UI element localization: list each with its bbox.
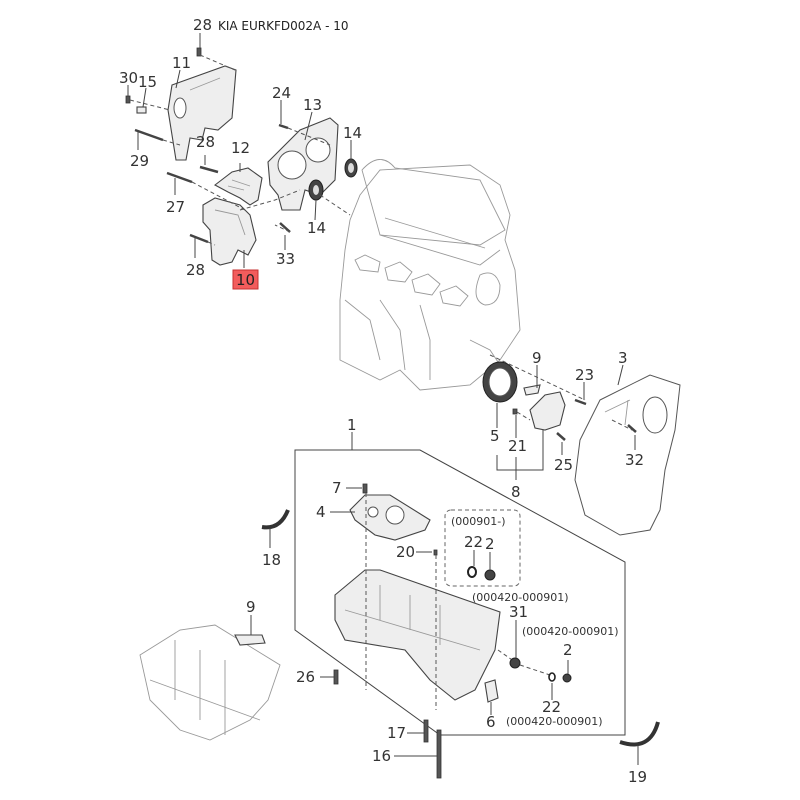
callout-10-highlighted[interactable]: 10 bbox=[236, 271, 255, 289]
bolt-30[interactable] bbox=[125, 95, 131, 104]
part-11-upper-timing-cover[interactable] bbox=[167, 65, 237, 161]
callout-25[interactable]: 25 bbox=[554, 456, 573, 474]
bolt-17[interactable] bbox=[423, 719, 429, 743]
bolt-24[interactable] bbox=[278, 123, 289, 130]
kit-box-1 bbox=[294, 449, 626, 736]
callout-21[interactable]: 21 bbox=[508, 437, 527, 455]
callout-4[interactable]: 4 bbox=[316, 503, 326, 521]
part-22-washer[interactable] bbox=[548, 672, 556, 682]
callout-28[interactable]: 28 bbox=[193, 16, 212, 34]
bolt-33[interactable] bbox=[279, 222, 291, 233]
callout-30[interactable]: 30 bbox=[119, 69, 138, 87]
bolt-32[interactable] bbox=[627, 424, 637, 433]
part-8-seal-housing[interactable] bbox=[529, 391, 566, 431]
lower-oil-pan-reference bbox=[139, 624, 281, 741]
part-2-drain-plug[interactable] bbox=[562, 673, 572, 683]
callout-26[interactable]: 26 bbox=[296, 668, 315, 686]
part-18-stiffener[interactable] bbox=[261, 509, 290, 530]
part-20-dowel[interactable] bbox=[433, 549, 438, 556]
part-13-timing-plate[interactable] bbox=[267, 117, 339, 211]
bolt-16[interactable] bbox=[436, 729, 442, 779]
part-6-oil-level-component[interactable] bbox=[484, 679, 499, 703]
part-3-rear-plate[interactable] bbox=[574, 374, 681, 536]
callout-12[interactable]: 12 bbox=[231, 139, 250, 157]
part-4-baffle-plate[interactable] bbox=[349, 494, 431, 541]
part-19-stiffener[interactable] bbox=[619, 721, 660, 747]
part-9-lower-bracket[interactable] bbox=[234, 634, 266, 646]
bolt-26[interactable] bbox=[333, 669, 339, 685]
part-10-lower-timing-cover[interactable] bbox=[202, 197, 257, 266]
callout-7[interactable]: 7 bbox=[332, 479, 342, 497]
bolt-25[interactable] bbox=[556, 432, 566, 441]
callout-20[interactable]: 20 bbox=[396, 543, 415, 561]
note-2-range: (000420-000901) bbox=[522, 625, 619, 638]
leader-lines bbox=[127, 33, 639, 765]
diagram-title: KIA EURKFD002A - 10 bbox=[218, 19, 349, 33]
part-2-drain-plug-box[interactable] bbox=[484, 569, 496, 581]
callout-18[interactable]: 18 bbox=[262, 551, 281, 569]
callout-14[interactable]: 14 bbox=[307, 219, 326, 237]
part-12-timing-cover-middle[interactable] bbox=[213, 167, 263, 206]
part-9-upper-bracket[interactable] bbox=[523, 384, 541, 396]
bolt-28-top[interactable] bbox=[196, 47, 202, 57]
callout-1[interactable]: 1 bbox=[347, 416, 357, 434]
callout-16[interactable]: 16 bbox=[372, 747, 391, 765]
bolt-28-middle[interactable] bbox=[199, 165, 219, 174]
callout-17[interactable]: 17 bbox=[387, 724, 406, 742]
engine-block bbox=[339, 159, 521, 391]
callout-19[interactable]: 19 bbox=[628, 768, 647, 786]
callout-23[interactable]: 23 bbox=[575, 366, 594, 384]
callout-2[interactable]: 2 bbox=[563, 641, 573, 659]
callout-22[interactable]: 22 bbox=[464, 533, 483, 551]
part-14-oil-seal-upper[interactable] bbox=[344, 158, 358, 178]
part-31-drain-plug[interactable] bbox=[509, 657, 521, 669]
callout-22[interactable]: 22 bbox=[542, 698, 561, 716]
part-5-rear-oil-seal[interactable] bbox=[482, 361, 518, 403]
part-14-oil-seal-lower[interactable] bbox=[308, 179, 324, 201]
part-15-clip[interactable] bbox=[136, 106, 147, 114]
bolt-29[interactable] bbox=[134, 128, 164, 142]
callout-32[interactable]: 32 bbox=[625, 451, 644, 469]
part-21-dowel[interactable] bbox=[512, 408, 518, 415]
callout-6[interactable]: 6 bbox=[486, 713, 496, 731]
callout-9[interactable]: 9 bbox=[532, 349, 542, 367]
variant-box-000901 bbox=[444, 509, 521, 587]
note-22-range: (000420-000901) bbox=[506, 715, 603, 728]
part-1-oil-pan[interactable] bbox=[334, 569, 501, 701]
callout-5[interactable]: 5 bbox=[490, 427, 500, 445]
callout-27[interactable]: 27 bbox=[166, 198, 185, 216]
bolt-28-lower[interactable] bbox=[189, 233, 209, 244]
callout-11[interactable]: 11 bbox=[172, 54, 191, 72]
callout-31[interactable]: 31 bbox=[509, 603, 528, 621]
callout-15[interactable]: 15 bbox=[138, 73, 157, 91]
bolt-7[interactable] bbox=[362, 483, 368, 494]
callout-9[interactable]: 9 bbox=[246, 598, 256, 616]
callout-28[interactable]: 28 bbox=[196, 133, 215, 151]
bolt-23[interactable] bbox=[574, 398, 587, 406]
bolt-27[interactable] bbox=[166, 171, 193, 184]
callout-33[interactable]: 33 bbox=[276, 250, 295, 268]
callout-28[interactable]: 28 bbox=[186, 261, 205, 279]
callout-24[interactable]: 24 bbox=[272, 84, 291, 102]
callout-8[interactable]: 8 bbox=[511, 483, 521, 501]
highlight-box bbox=[232, 269, 259, 290]
callout-13[interactable]: 13 bbox=[303, 96, 322, 114]
callout-14[interactable]: 14 bbox=[343, 124, 362, 142]
callout-3[interactable]: 3 bbox=[618, 349, 628, 367]
callout-29[interactable]: 29 bbox=[130, 152, 149, 170]
callout-2[interactable]: 2 bbox=[485, 535, 495, 553]
variant-box-header: (000901-) bbox=[451, 515, 506, 528]
note-31-range: (000420-000901) bbox=[472, 591, 569, 604]
part-22-washer-box[interactable] bbox=[467, 566, 477, 578]
